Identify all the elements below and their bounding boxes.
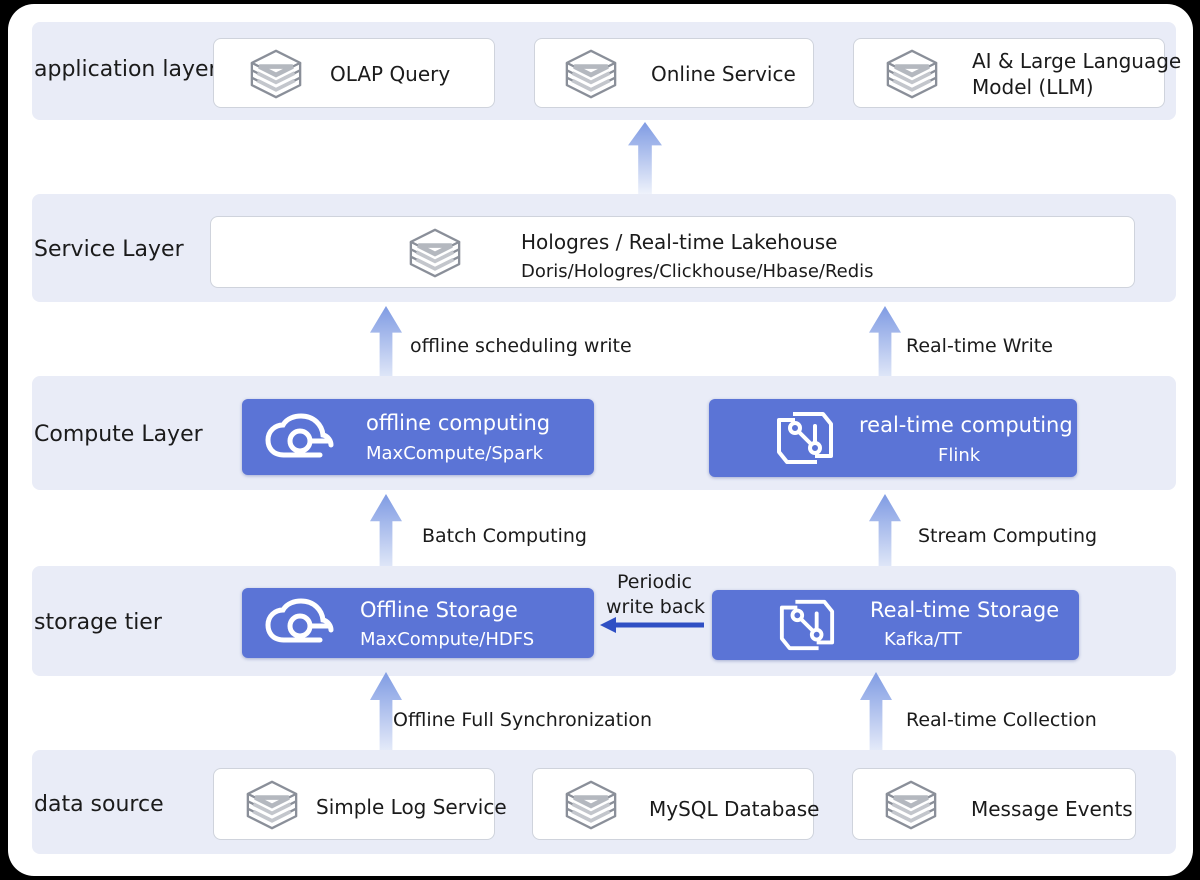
ai-llm-card: AI & Large Language Model (LLM) [853, 38, 1181, 108]
offline-scheduling-write-label: offline scheduling write [410, 335, 632, 357]
batch-computing-label: Batch Computing [422, 525, 587, 547]
stack-icon [407, 227, 463, 279]
offline-computing-card: offline computing MaxCompute/Spark [242, 399, 594, 475]
realtime-storage-card: Real-time Storage Kafka/TT [712, 590, 1079, 660]
stack-icon [883, 779, 939, 831]
offline-computing-subtitle: MaxCompute/Spark [366, 443, 544, 464]
realtime-computing-title: real-time computing [859, 413, 1073, 437]
olap-query-card: OLAP Query [213, 38, 495, 108]
realtime-storage-subtitle: Kafka/TT [884, 629, 962, 650]
up-arrow-realtime-collection [860, 672, 892, 758]
mysql-database-label: MySQL Database [649, 797, 820, 821]
flow-icon [778, 596, 836, 654]
message-events-card: Message Events [852, 768, 1136, 840]
service-layer-label: Service Layer [34, 237, 184, 262]
compute-layer-label: Compute Layer [34, 422, 203, 447]
stack-icon [563, 48, 619, 100]
offline-storage-title: Offline Storage [360, 598, 518, 622]
simple-log-service-card: Simple Log Service [213, 768, 507, 840]
online-service-label: Online Service [651, 62, 796, 86]
periodic-write-back-line1: Periodic [617, 571, 692, 593]
hologres-title: Hologres / Real-time Lakehouse [521, 230, 838, 254]
hologres-subtitle: Doris/Hologres/Clickhouse/Hbase/Redis [521, 261, 874, 282]
mysql-database-card: MySQL Database [532, 768, 819, 840]
offline-storage-card: Offline Storage MaxCompute/HDFS [242, 588, 594, 658]
ai-llm-label-line2: Model (LLM) [972, 75, 1094, 99]
application-layer-label: application layer [34, 57, 218, 82]
simple-log-service-label: Simple Log Service [316, 795, 507, 819]
olap-query-label: OLAP Query [330, 62, 451, 86]
stack-icon [248, 48, 304, 100]
periodic-write-back-line2: write back [606, 596, 705, 618]
flow-icon [775, 408, 835, 468]
realtime-computing-subtitle: Flink [938, 445, 981, 466]
stack-icon [884, 48, 940, 100]
stream-computing-label: Stream Computing [918, 525, 1098, 547]
offline-computing-title: offline computing [366, 411, 551, 435]
cloud-icon [264, 413, 334, 463]
offline-storage-subtitle: MaxCompute/HDFS [360, 629, 535, 650]
message-events-label: Message Events [971, 797, 1133, 821]
data-source-label: data source [34, 792, 164, 817]
realtime-computing-card: real-time computing Flink [709, 399, 1077, 477]
ai-llm-label-line1: AI & Large Language [972, 49, 1182, 73]
realtime-write-label: Real-time Write [906, 335, 1053, 357]
stack-icon [563, 779, 619, 831]
online-service-card: Online Service [534, 38, 814, 108]
up-arrow-service-to-application [628, 122, 662, 194]
offline-full-sync-label: Offline Full Synchronization [393, 709, 653, 731]
cloud-icon [264, 598, 334, 648]
hologres-card: Hologres / Real-time Lakehouse Doris/Hol… [210, 216, 1135, 288]
stack-icon [244, 779, 300, 831]
realtime-collection-label: Real-time Collection [906, 709, 1097, 731]
realtime-storage-title: Real-time Storage [870, 598, 1060, 622]
left-arrow-periodic-write-back [600, 617, 704, 633]
storage-tier-label: storage tier [34, 610, 162, 635]
architecture-diagram: application layer OLAP Query Online Serv… [8, 4, 1193, 876]
